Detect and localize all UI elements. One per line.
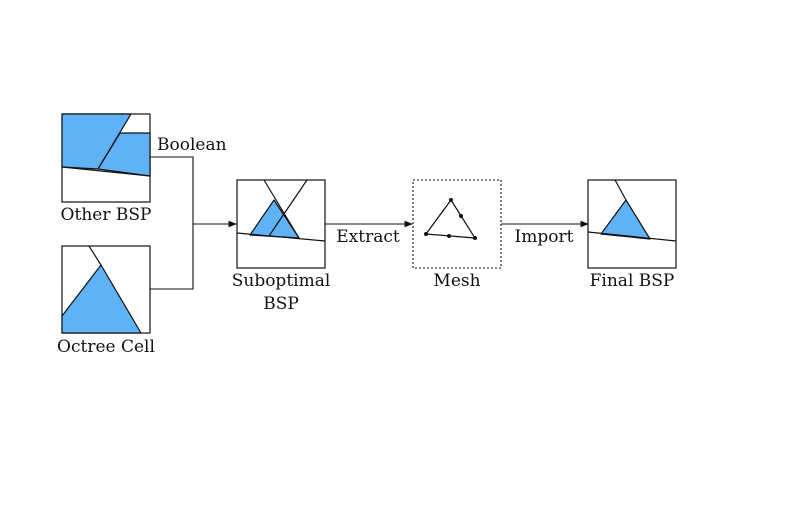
final-bsp-node: Final BSP: [587, 179, 677, 291]
final-bsp-split-line: [587, 231, 677, 242]
extract-label: Extract: [336, 227, 400, 247]
suboptimal-bsp-split-line: [236, 232, 326, 242]
mesh-node: Mesh: [412, 179, 502, 291]
mesh-label: Mesh: [433, 271, 480, 291]
import-label: Import: [515, 227, 574, 247]
suboptimal-bsp-line-a: [263, 179, 300, 239]
mesh-vertex: [459, 214, 463, 218]
mesh-vertex: [473, 236, 477, 240]
suboptimal-bsp-label-line2: BSP: [263, 294, 299, 314]
suboptimal-bsp-line-b: [268, 179, 308, 237]
boolean-label: Boolean: [157, 135, 227, 155]
suboptimal-bsp-node: Suboptimal BSP: [232, 179, 331, 314]
other-bsp-label: Other BSP: [61, 205, 152, 225]
other-bsp-node: Other BSP: [61, 113, 152, 225]
suboptimal-bsp-label-line1: Suboptimal: [232, 271, 331, 291]
final-bsp-region: [600, 199, 651, 240]
boolean-connector: Boolean: [150, 135, 238, 290]
import-connector: Import: [501, 220, 590, 247]
final-bsp-line: [614, 179, 627, 201]
other-bsp-split-line: [61, 166, 151, 177]
mesh-vertex: [449, 198, 453, 202]
octree-cell-label: Octree Cell: [57, 337, 155, 357]
octree-cell-split-line: [88, 245, 102, 266]
octree-cell-region: [61, 264, 142, 334]
final-bsp-label: Final BSP: [590, 271, 675, 291]
octree-cell-node: Octree Cell: [57, 245, 155, 357]
mesh-box: [412, 179, 502, 269]
extract-connector: Extract: [325, 220, 414, 247]
boolean-bracket: [150, 156, 194, 290]
mesh-vertex: [424, 232, 428, 236]
mesh-vertex: [447, 234, 451, 238]
